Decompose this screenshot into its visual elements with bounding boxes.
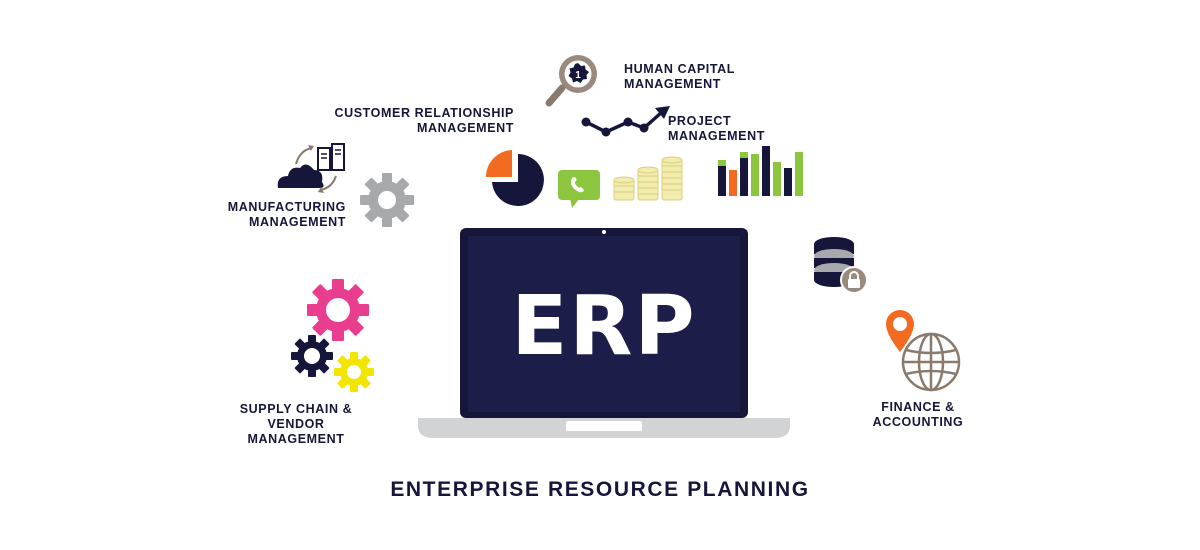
laptop-icon: ERP: [418, 228, 790, 438]
label-supply-chain: SUPPLY CHAIN & VENDOR MANAGEMENT: [230, 402, 362, 447]
location-globe-icon: [886, 310, 961, 392]
label-line: MANAGEMENT: [668, 129, 765, 143]
gears-cluster-icon: [291, 279, 374, 392]
laptop-title: ERP: [511, 279, 696, 374]
laptop-screen: [468, 236, 740, 412]
label-line: MANAGEMENT: [247, 432, 345, 446]
label-line: MANUFACTURING: [227, 200, 346, 214]
label-line: MANAGEMENT: [417, 121, 514, 135]
label-line: MANAGEMENT: [249, 215, 346, 229]
cloud-server-sync-icon: [277, 143, 345, 193]
label-manufacturing: MANUFACTURING MANAGEMENT: [220, 200, 346, 230]
label-line: VENDOR: [267, 417, 325, 431]
label-human-capital: HUMAN CAPITAL MANAGEMENT: [624, 62, 735, 92]
label-line: FINANCE &: [881, 400, 955, 414]
gear-icon: [360, 173, 414, 227]
label-line: SUPPLY CHAIN &: [239, 402, 353, 416]
badge-number: 1: [575, 70, 581, 81]
pie-chart-icon: [486, 150, 544, 206]
database-lock-icon: [814, 237, 868, 294]
trend-arrow-icon: [581, 106, 670, 137]
coin-stacks-icon: [613, 156, 683, 201]
label-project: PROJECT MANAGEMENT: [668, 114, 765, 144]
label-finance: FINANCE & ACCOUNTING: [868, 400, 968, 430]
bar-chart-icon: [718, 146, 803, 196]
label-line: PROJECT: [668, 114, 732, 128]
label-line: ACCOUNTING: [872, 415, 964, 429]
label-line: HUMAN CAPITAL: [624, 62, 736, 76]
label-customer-relationship: CUSTOMER RELATIONSHIP MANAGEMENT: [330, 106, 514, 136]
footer-title: ENTERPRISE RESOURCE PLANNING: [390, 478, 810, 501]
label-line: CUSTOMER RELATIONSHIP: [334, 106, 514, 120]
chat-phone-icon: [558, 170, 600, 208]
label-line: MANAGEMENT: [624, 77, 721, 91]
magnifier-badge-icon: 1: [545, 55, 597, 107]
